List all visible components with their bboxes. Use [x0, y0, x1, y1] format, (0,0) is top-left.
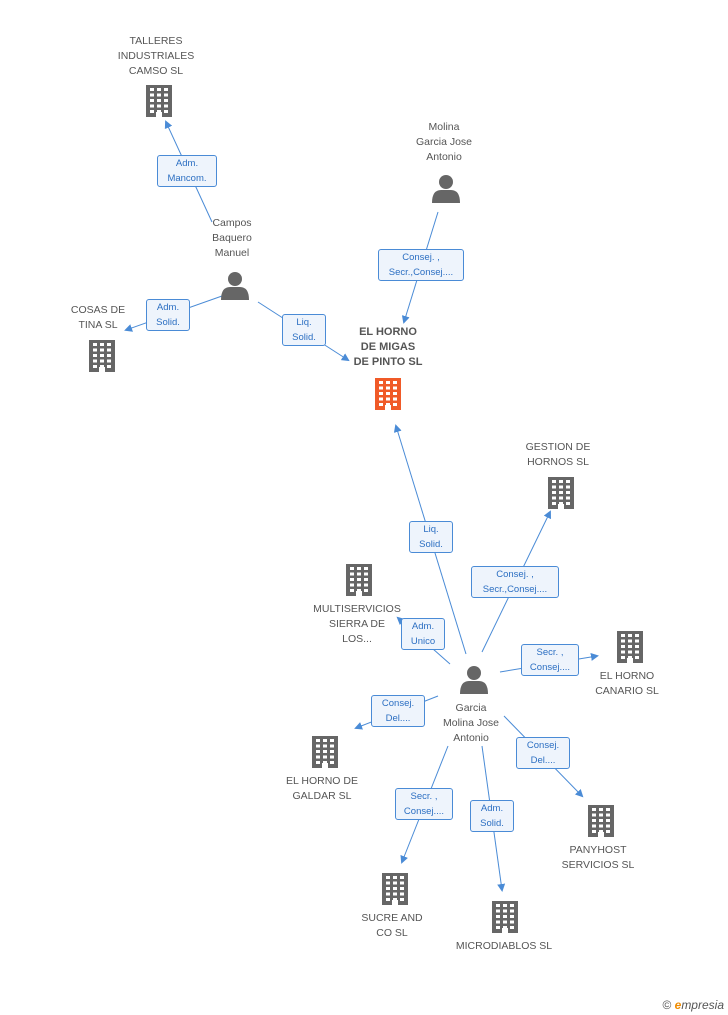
node-label-campos[interactable]: Campos Baquero Manuel	[212, 217, 252, 259]
edge-label-garcia-galdar[interactable]: Consej. Del....	[371, 695, 425, 727]
edge-label-garcia-panyhost[interactable]: Consej. Del....	[516, 737, 570, 769]
node-label-garcia[interactable]: Garcia Molina Jose Antonio	[442, 702, 500, 744]
building-icon[interactable]	[617, 631, 643, 663]
building-icon[interactable]	[346, 564, 372, 596]
edge-label-garcia-canario[interactable]: Secr. , Consej....	[521, 644, 579, 676]
building-icon[interactable]	[548, 477, 574, 509]
node-label-molina-top[interactable]: Molina Garcia Jose Antonio	[415, 121, 473, 163]
edge-label-campos-talleres[interactable]: Adm. Mancom.	[157, 155, 217, 187]
person-icon[interactable]	[221, 272, 249, 300]
building-icon[interactable]	[492, 901, 518, 933]
edge-label-campos-center[interactable]: Liq. Solid.	[282, 314, 326, 346]
building-icon[interactable]	[588, 805, 614, 837]
edge-label-molina-center[interactable]: Consej. , Secr.,Consej....	[378, 249, 464, 281]
empresia-logo: empresia	[674, 998, 724, 1012]
empresia-watermark: © empresia	[662, 998, 724, 1012]
edge-label-garcia-gestion[interactable]: Consej. , Secr.,Consej....	[471, 566, 559, 598]
person-icon[interactable]	[432, 175, 460, 203]
building-icon[interactable]	[312, 736, 338, 768]
edge-label-garcia-center[interactable]: Liq. Solid.	[409, 521, 453, 553]
node-label-cosas[interactable]: COSAS DE TINA SL	[70, 304, 126, 331]
node-label-multiservicios[interactable]: MULTISERVICIOS SIERRA DE LOS...	[313, 603, 401, 645]
edge-label-garcia-sucre[interactable]: Secr. , Consej....	[395, 788, 453, 820]
node-label-microdiablos[interactable]: MICRODIABLOS SL	[455, 940, 553, 952]
building-icon[interactable]	[89, 340, 115, 372]
building-icon[interactable]	[146, 85, 172, 117]
edge-label-garcia-multi[interactable]: Adm. Unico	[401, 618, 445, 650]
edge-label-garcia-micro[interactable]: Adm. Solid.	[470, 800, 514, 832]
node-label-galdar[interactable]: EL HORNO DE GALDAR SL	[286, 775, 358, 802]
edge-label-campos-cosas[interactable]: Adm. Solid.	[146, 299, 190, 331]
building-icon[interactable]	[382, 873, 408, 905]
copyright-symbol: ©	[662, 998, 672, 1012]
person-icon[interactable]	[460, 666, 488, 694]
center-building-icon[interactable]	[375, 378, 401, 410]
node-label-center[interactable]: EL HORNO DE MIGAS DE PINTO SL	[353, 326, 423, 368]
node-label-panyhost[interactable]: PANYHOST SERVICIOS SL	[561, 844, 635, 871]
node-label-gestion[interactable]: GESTION DE HORNOS SL	[525, 441, 591, 468]
node-label-talleres[interactable]: TALLERES INDUSTRIALES CAMSO SL	[117, 35, 195, 77]
node-label-canario[interactable]: EL HORNO CANARIO SL	[595, 670, 659, 697]
node-label-sucre[interactable]: SUCRE AND CO SL	[361, 912, 423, 939]
